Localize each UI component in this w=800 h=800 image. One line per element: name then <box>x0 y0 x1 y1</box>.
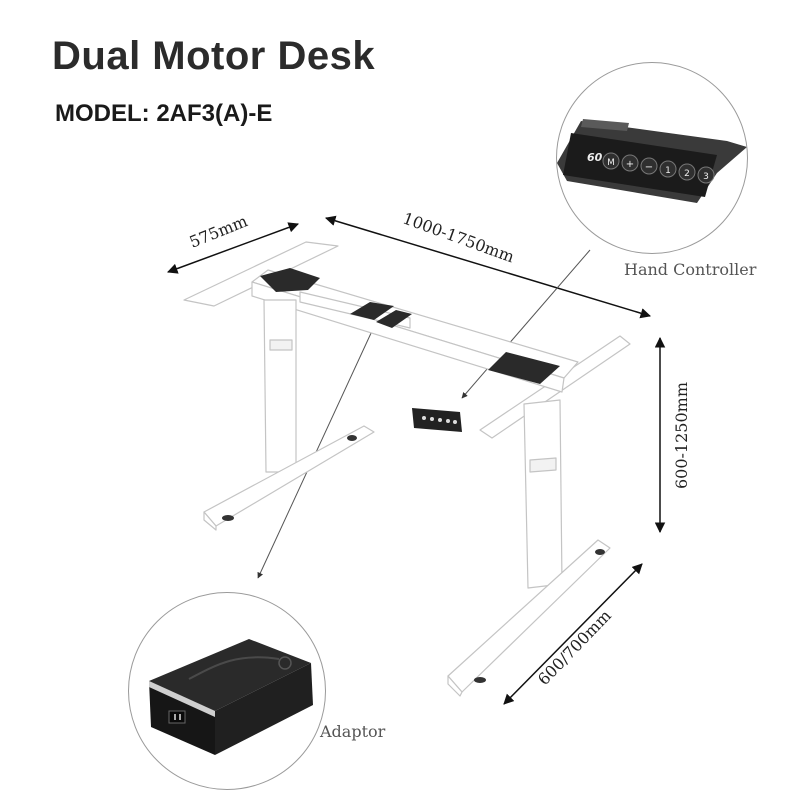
controller-button-1: 1 <box>665 166 671 176</box>
controller-pointer-line <box>461 249 591 399</box>
controller-button-down: − <box>645 162 653 173</box>
controller-button-m: M <box>607 158 615 168</box>
feet-dimension-arrow <box>503 563 643 705</box>
mount-pad-right <box>488 352 560 384</box>
hand-controller-zoom: 60.0 M + − 1 2 3 <box>556 62 748 254</box>
controller-button-up: + <box>626 159 634 170</box>
hand-controller-image: 60.0 M + − 1 2 3 <box>557 119 747 203</box>
adaptor-zoom <box>128 592 326 790</box>
control-box-b <box>376 310 412 328</box>
hand-controller-caption: Hand Controller <box>624 260 757 279</box>
adaptor-image <box>149 639 313 755</box>
page-title: Dual Motor Desk <box>52 34 376 78</box>
model-label: MODEL: 2AF3(A)-E <box>55 100 273 127</box>
controller-button-2: 2 <box>684 169 690 179</box>
depth-dimension-arrow <box>167 222 299 274</box>
controller-button-3: 3 <box>703 172 709 182</box>
controller-on-frame <box>412 408 462 432</box>
height-dimension-label: 600-1250mm <box>672 381 692 490</box>
controller-buttons: M + − 1 2 3 <box>602 152 715 184</box>
mount-pad-left <box>260 268 320 292</box>
adaptor-socket-icon <box>168 710 186 724</box>
length-dimension-arrow <box>324 215 652 319</box>
adaptor-caption: Adaptor <box>320 722 386 741</box>
control-box-a <box>350 302 394 320</box>
adaptor-pointer-line <box>257 317 379 579</box>
